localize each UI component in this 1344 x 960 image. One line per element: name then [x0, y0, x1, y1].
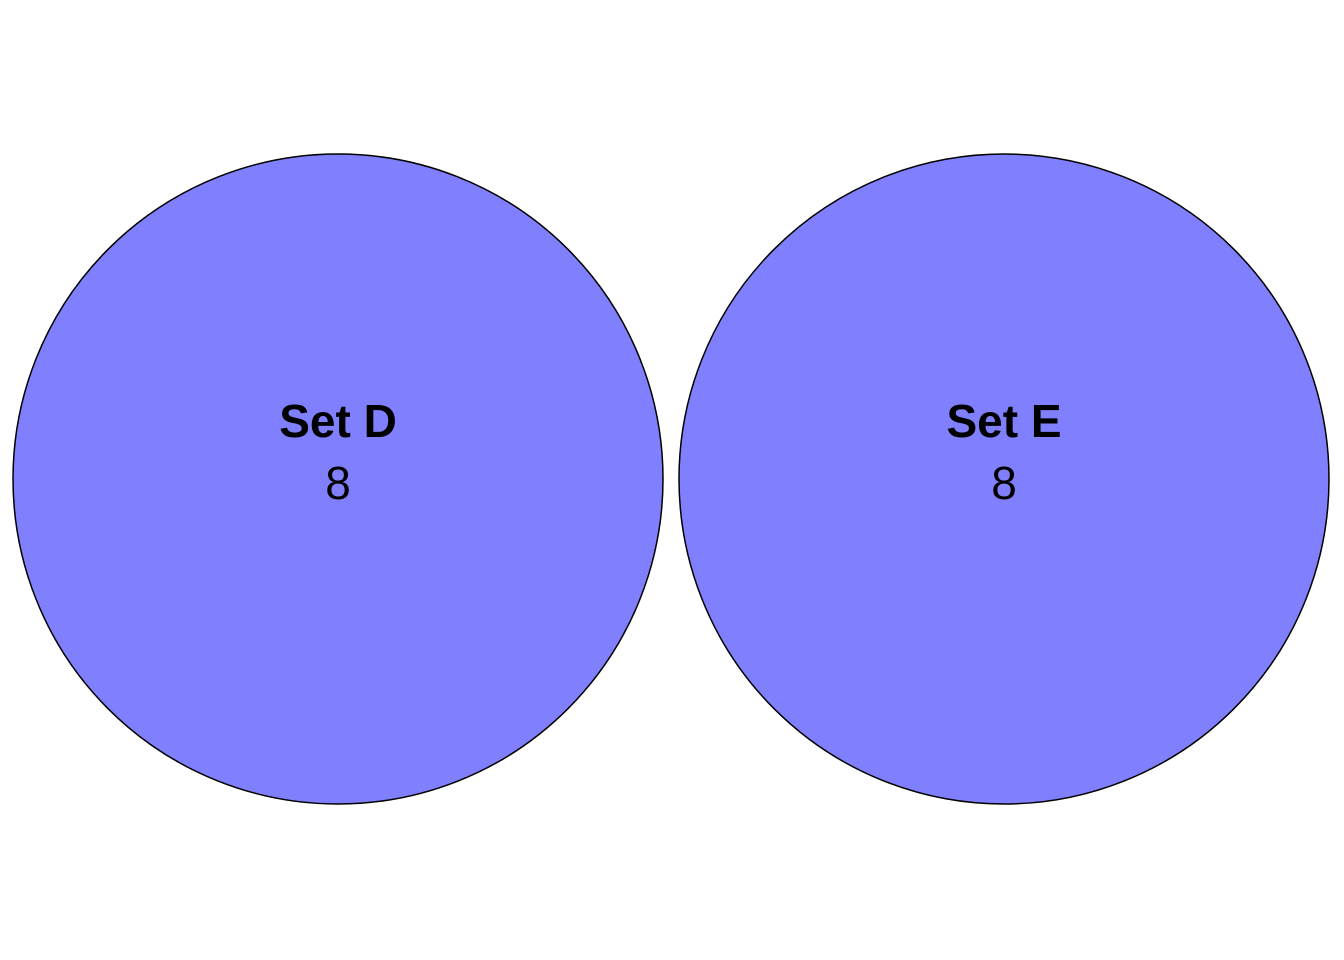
set-d-count: 8 — [325, 457, 351, 509]
set-e-count: 8 — [991, 457, 1017, 509]
set-d-label: Set D — [279, 395, 397, 447]
set-e-circle — [678, 153, 1330, 805]
set-d-circle — [12, 153, 664, 805]
set-e-label: Set E — [946, 395, 1061, 447]
set-d-group: Set D 8 — [12, 153, 664, 805]
set-e-group: Set E 8 — [678, 153, 1330, 805]
